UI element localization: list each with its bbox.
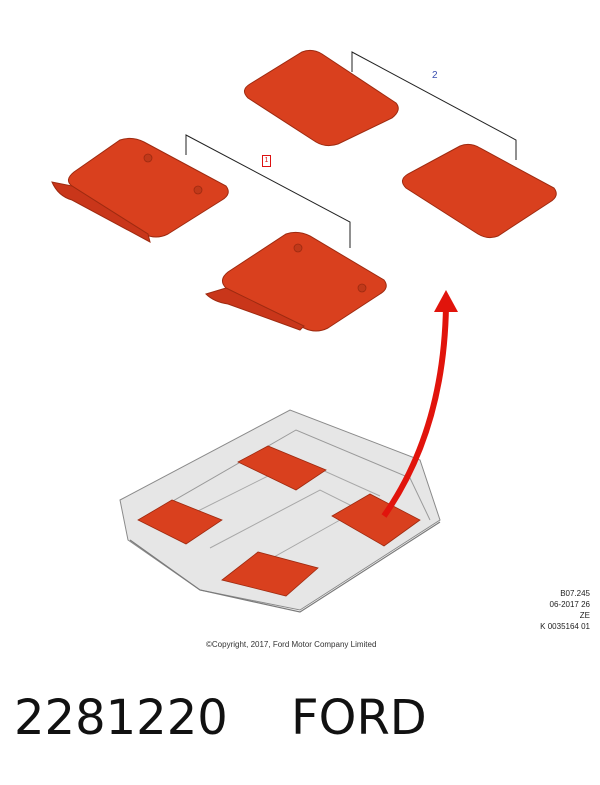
callout-item-1: 1: [262, 155, 271, 167]
copyright-text: ©Copyright, 2017, Ford Motor Company Lim…: [206, 640, 377, 649]
leader-lines-item-2: [351, 51, 517, 160]
reference-line-3: ZE: [579, 611, 590, 620]
part-brand: FORD: [291, 690, 427, 746]
reference-line-1: B07.245: [560, 589, 590, 598]
part-number: 2281220: [14, 690, 228, 746]
installation-arrow: [381, 290, 458, 518]
part-heading: 2281220 FORD: [14, 690, 427, 746]
floor-mat-front-left: [51, 137, 229, 243]
callout-item-2: 2: [432, 70, 438, 81]
reference-line-2: 06-2017 26: [549, 600, 590, 609]
leader-lines-item-1: [185, 134, 351, 248]
parts-diagram: [51, 49, 557, 613]
floor-mat-front-right: [205, 231, 387, 332]
floor-mat-rear-right: [402, 143, 557, 239]
reference-block: B07.245 06-2017 26 ZE K 0035164 01: [540, 588, 590, 632]
reference-line-4: K 0035164 01: [540, 622, 590, 631]
floor-mat-rear-top: [244, 49, 399, 147]
vehicle-floor-pan: [119, 409, 441, 613]
